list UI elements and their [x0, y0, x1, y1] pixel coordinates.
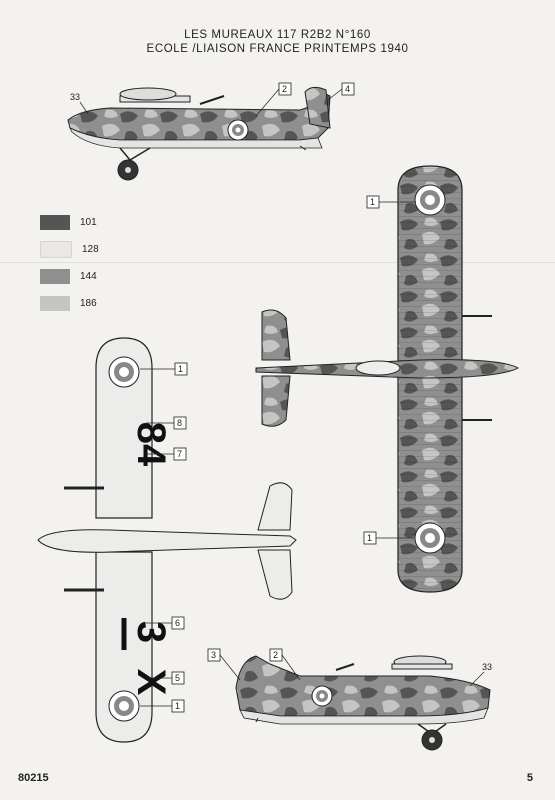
legend-item: 101	[40, 209, 99, 236]
legend-swatch	[40, 269, 70, 284]
legend-item: 128	[40, 236, 99, 263]
legend-swatch	[40, 296, 70, 311]
title-line-unit: ECOLE /LIAISON FRANCE PRINTEMPS 1940	[146, 43, 409, 55]
callouts-top-profile: 33 2 4	[70, 82, 355, 117]
callout-1: 1	[178, 364, 183, 374]
callout-33: 33	[482, 662, 492, 672]
side-profile-lower	[235, 655, 491, 751]
callout-1: 1	[370, 197, 375, 207]
underwing-code-x: X	[129, 669, 173, 696]
legend-code: 101	[80, 217, 97, 228]
legend-swatch	[40, 241, 72, 258]
callout-33: 33	[70, 92, 80, 102]
fold-line	[0, 262, 555, 263]
legend-code: 128	[82, 244, 99, 255]
legend-swatch	[40, 215, 70, 230]
callout-2: 2	[273, 650, 278, 660]
callout-6: 6	[175, 618, 180, 628]
page-number: 5	[526, 772, 533, 784]
callout-4: 4	[345, 84, 350, 94]
callout-8: 8	[177, 418, 182, 428]
top-view	[255, 165, 520, 593]
bottom-view: 84 X 3	[37, 337, 297, 743]
callout-1: 1	[175, 701, 180, 711]
page-title: LES MUREAUX 117 R2B2 N°160 ECOLE /LIAISO…	[0, 28, 555, 56]
title-line-aircraft: LES MUREAUX 117 R2B2 N°160	[184, 29, 371, 41]
legend-item: 186	[40, 290, 99, 317]
legend-code: 144	[80, 271, 97, 282]
underwing-code-84: 84	[129, 422, 173, 467]
legend-item: 144	[40, 263, 99, 290]
callout-2: 2	[282, 84, 287, 94]
legend-code: 186	[80, 298, 97, 309]
callout-7: 7	[177, 449, 182, 459]
callout-1: 1	[367, 533, 372, 543]
catalog-number: 80215	[18, 772, 49, 784]
side-profile-upper	[67, 86, 331, 181]
color-legend: 101 128 144 186	[40, 209, 99, 317]
callouts-top-view: 1 1	[363, 195, 416, 545]
callout-5: 5	[175, 673, 180, 683]
callout-3: 3	[211, 650, 216, 660]
underwing-code-3: 3	[129, 621, 173, 643]
callouts-bottom-profile: 3 2 33	[207, 648, 492, 687]
callouts-bottom-view: 1 8 7 6 5 1	[140, 362, 188, 713]
